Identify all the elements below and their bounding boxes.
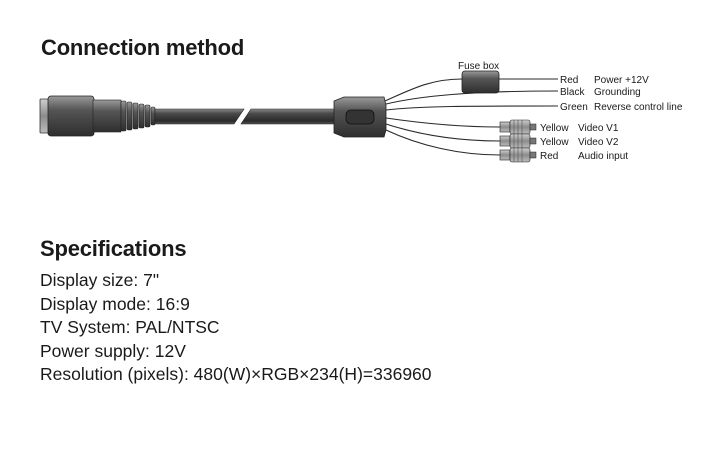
specifications-heading: Specifications: [40, 236, 187, 261]
splitter-hub: [333, 96, 387, 138]
spec-tv-system: TV System: PAL/NTSC: [40, 317, 220, 337]
wire-color-yellow-v2: Yellow: [540, 137, 569, 148]
wire-function-video-v1: Video V1: [578, 123, 619, 134]
wire-color-red-audio: Red: [540, 151, 558, 162]
main-cable: [154, 108, 339, 125]
wire-function-reverse: Reverse control line: [594, 102, 683, 113]
wire-function-power: Power +12V: [594, 75, 649, 86]
wire-function-audio: Audio input: [578, 151, 628, 162]
wire-function-ground: Grounding: [594, 87, 641, 98]
spec-display-mode: Display mode: 16:9: [40, 293, 190, 314]
wires: [384, 78, 559, 156]
wire-color-yellow-v1: Yellow: [540, 123, 569, 134]
rca-connector-audio: [499, 147, 537, 163]
fuse-box: [461, 70, 500, 94]
connection-diagram: Fuse box Red Power +12V Black Grounding …: [39, 61, 683, 163]
wire-color-green: Green: [560, 102, 588, 113]
main-connector-plug: [39, 95, 156, 137]
wire-color-black: Black: [560, 87, 585, 98]
wire-function-video-v2: Video V2: [578, 137, 619, 148]
wire-color-red-power: Red: [560, 75, 578, 86]
rca-connector-v2: [499, 133, 537, 149]
connection-method-heading: Connection method: [41, 35, 245, 60]
rca-connector-v1: [499, 119, 537, 135]
spec-display-size: Display size: 7": [40, 270, 160, 290]
spec-power-supply: Power supply: 12V: [40, 340, 186, 361]
fuse-box-label: Fuse box: [458, 61, 499, 72]
spec-resolution: Resolution (pixels): 480(W)×RGB×234(H)=3…: [40, 364, 432, 384]
specifications-list: Display size: 7" Display mode: 16:9 TV S…: [40, 269, 432, 387]
